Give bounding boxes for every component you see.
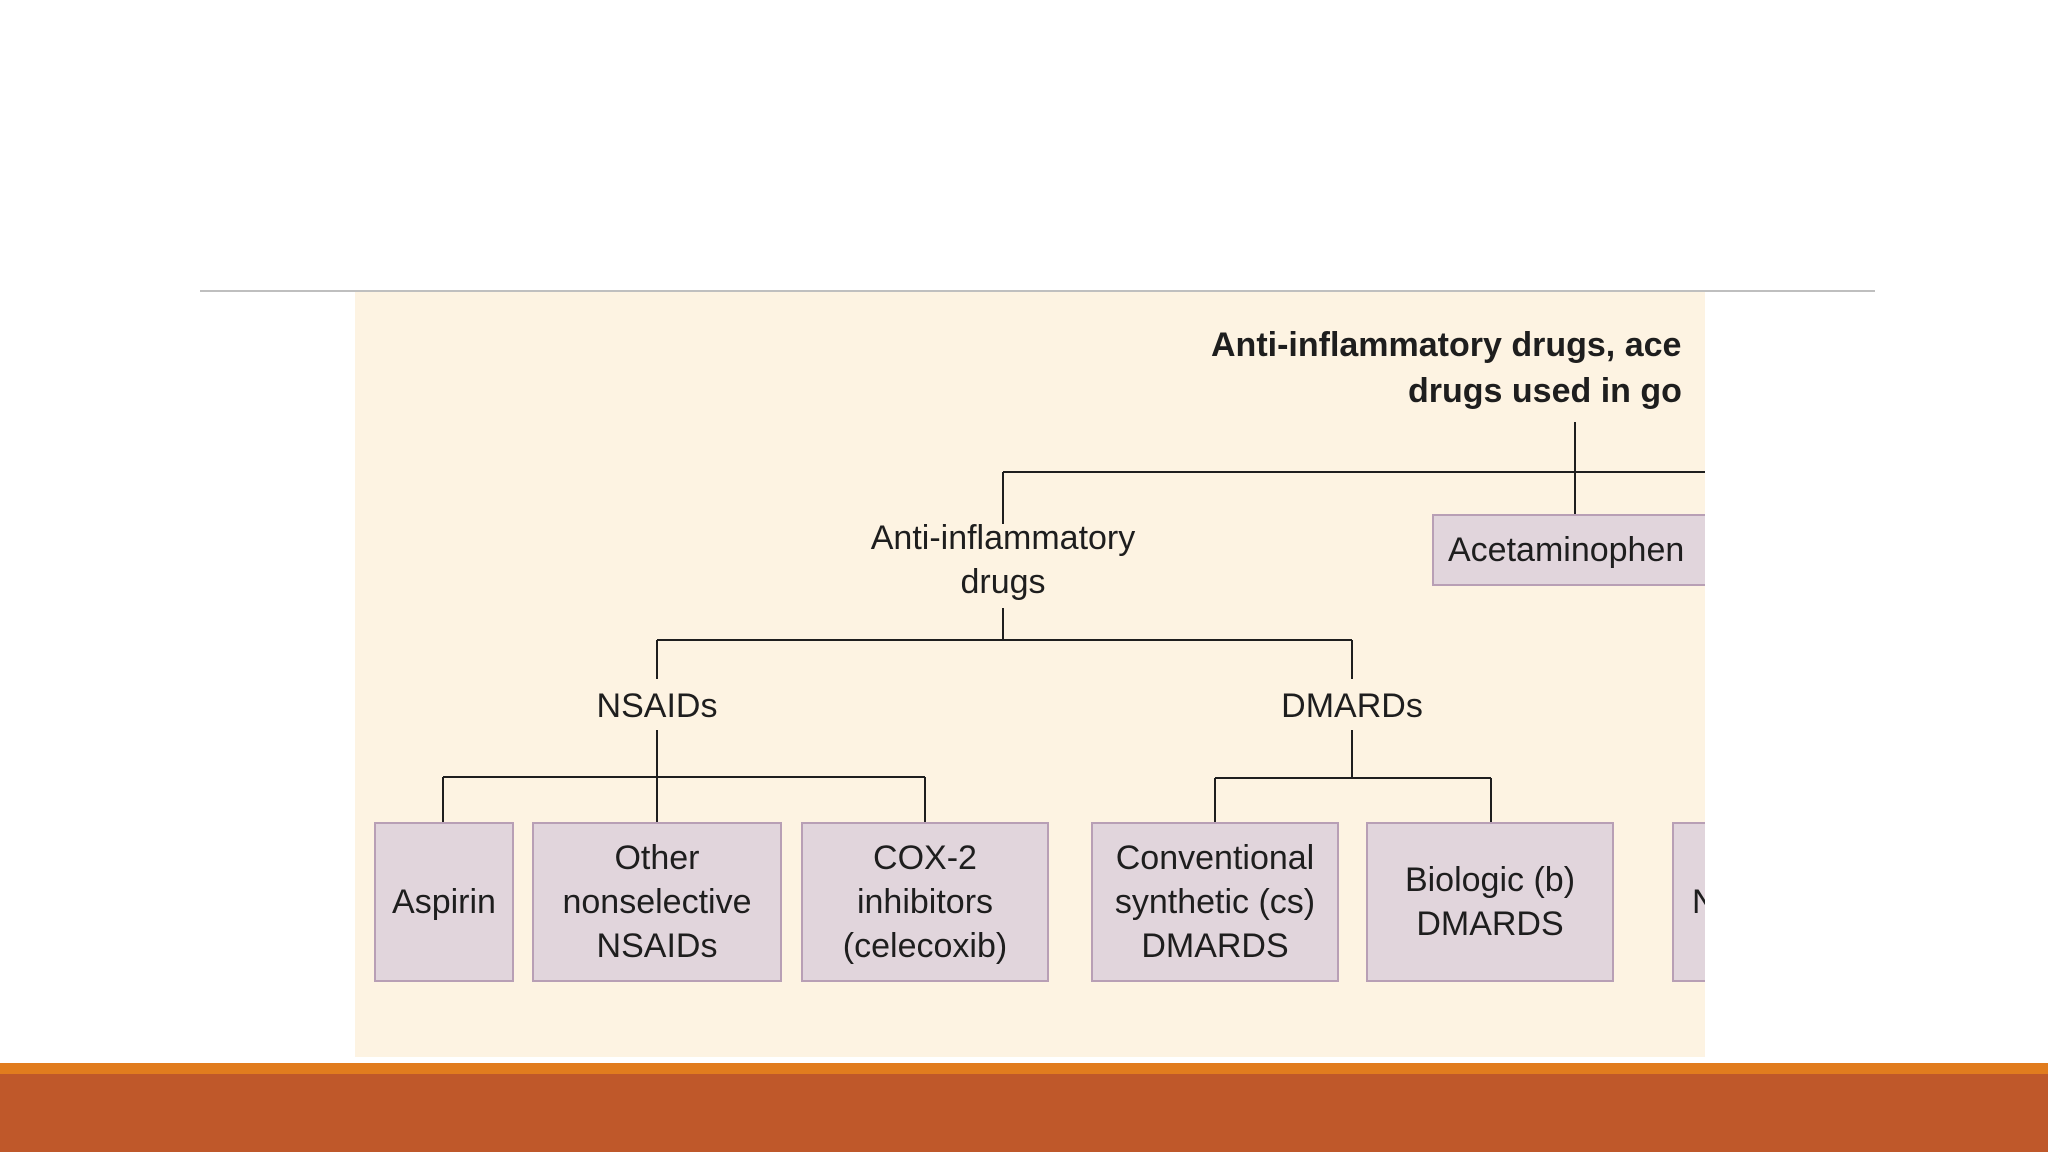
box-cox2-inhibitors: COX-2 inhibitors (celecoxib) xyxy=(801,822,1049,982)
footer-bar xyxy=(0,1074,2048,1152)
diagram-title-line-2: drugs used in go xyxy=(1408,372,1682,410)
node-anti-inflammatory-drugs: Anti-inflammatory drugs xyxy=(870,519,1136,601)
node-dmards: DMARDs xyxy=(1281,687,1423,725)
footer-accent-stripe xyxy=(0,1063,2048,1074)
node-nsaids: NSAIDs xyxy=(596,687,718,725)
header-divider xyxy=(200,290,1875,292)
box-biologic-dmards: Biologic (b) DMARDS xyxy=(1366,822,1614,982)
box-conventional-synthetic-dmards: Conventional synthetic (cs) DMARDS xyxy=(1091,822,1339,982)
box-cut-off: N xyxy=(1672,822,1705,982)
connector-lines xyxy=(442,422,1705,822)
box-other-nonselective-nsaids: Other nonselective NSAIDs xyxy=(532,822,782,982)
drug-classification-diagram: Anti-inflammatory drugs, ace drugs used … xyxy=(355,292,1705,1057)
diagram-title-line-1: Anti-inflammatory drugs, ace xyxy=(1211,326,1682,364)
box-acetaminophen: Acetaminophen xyxy=(1432,514,1705,586)
box-aspirin: Aspirin xyxy=(374,822,514,982)
